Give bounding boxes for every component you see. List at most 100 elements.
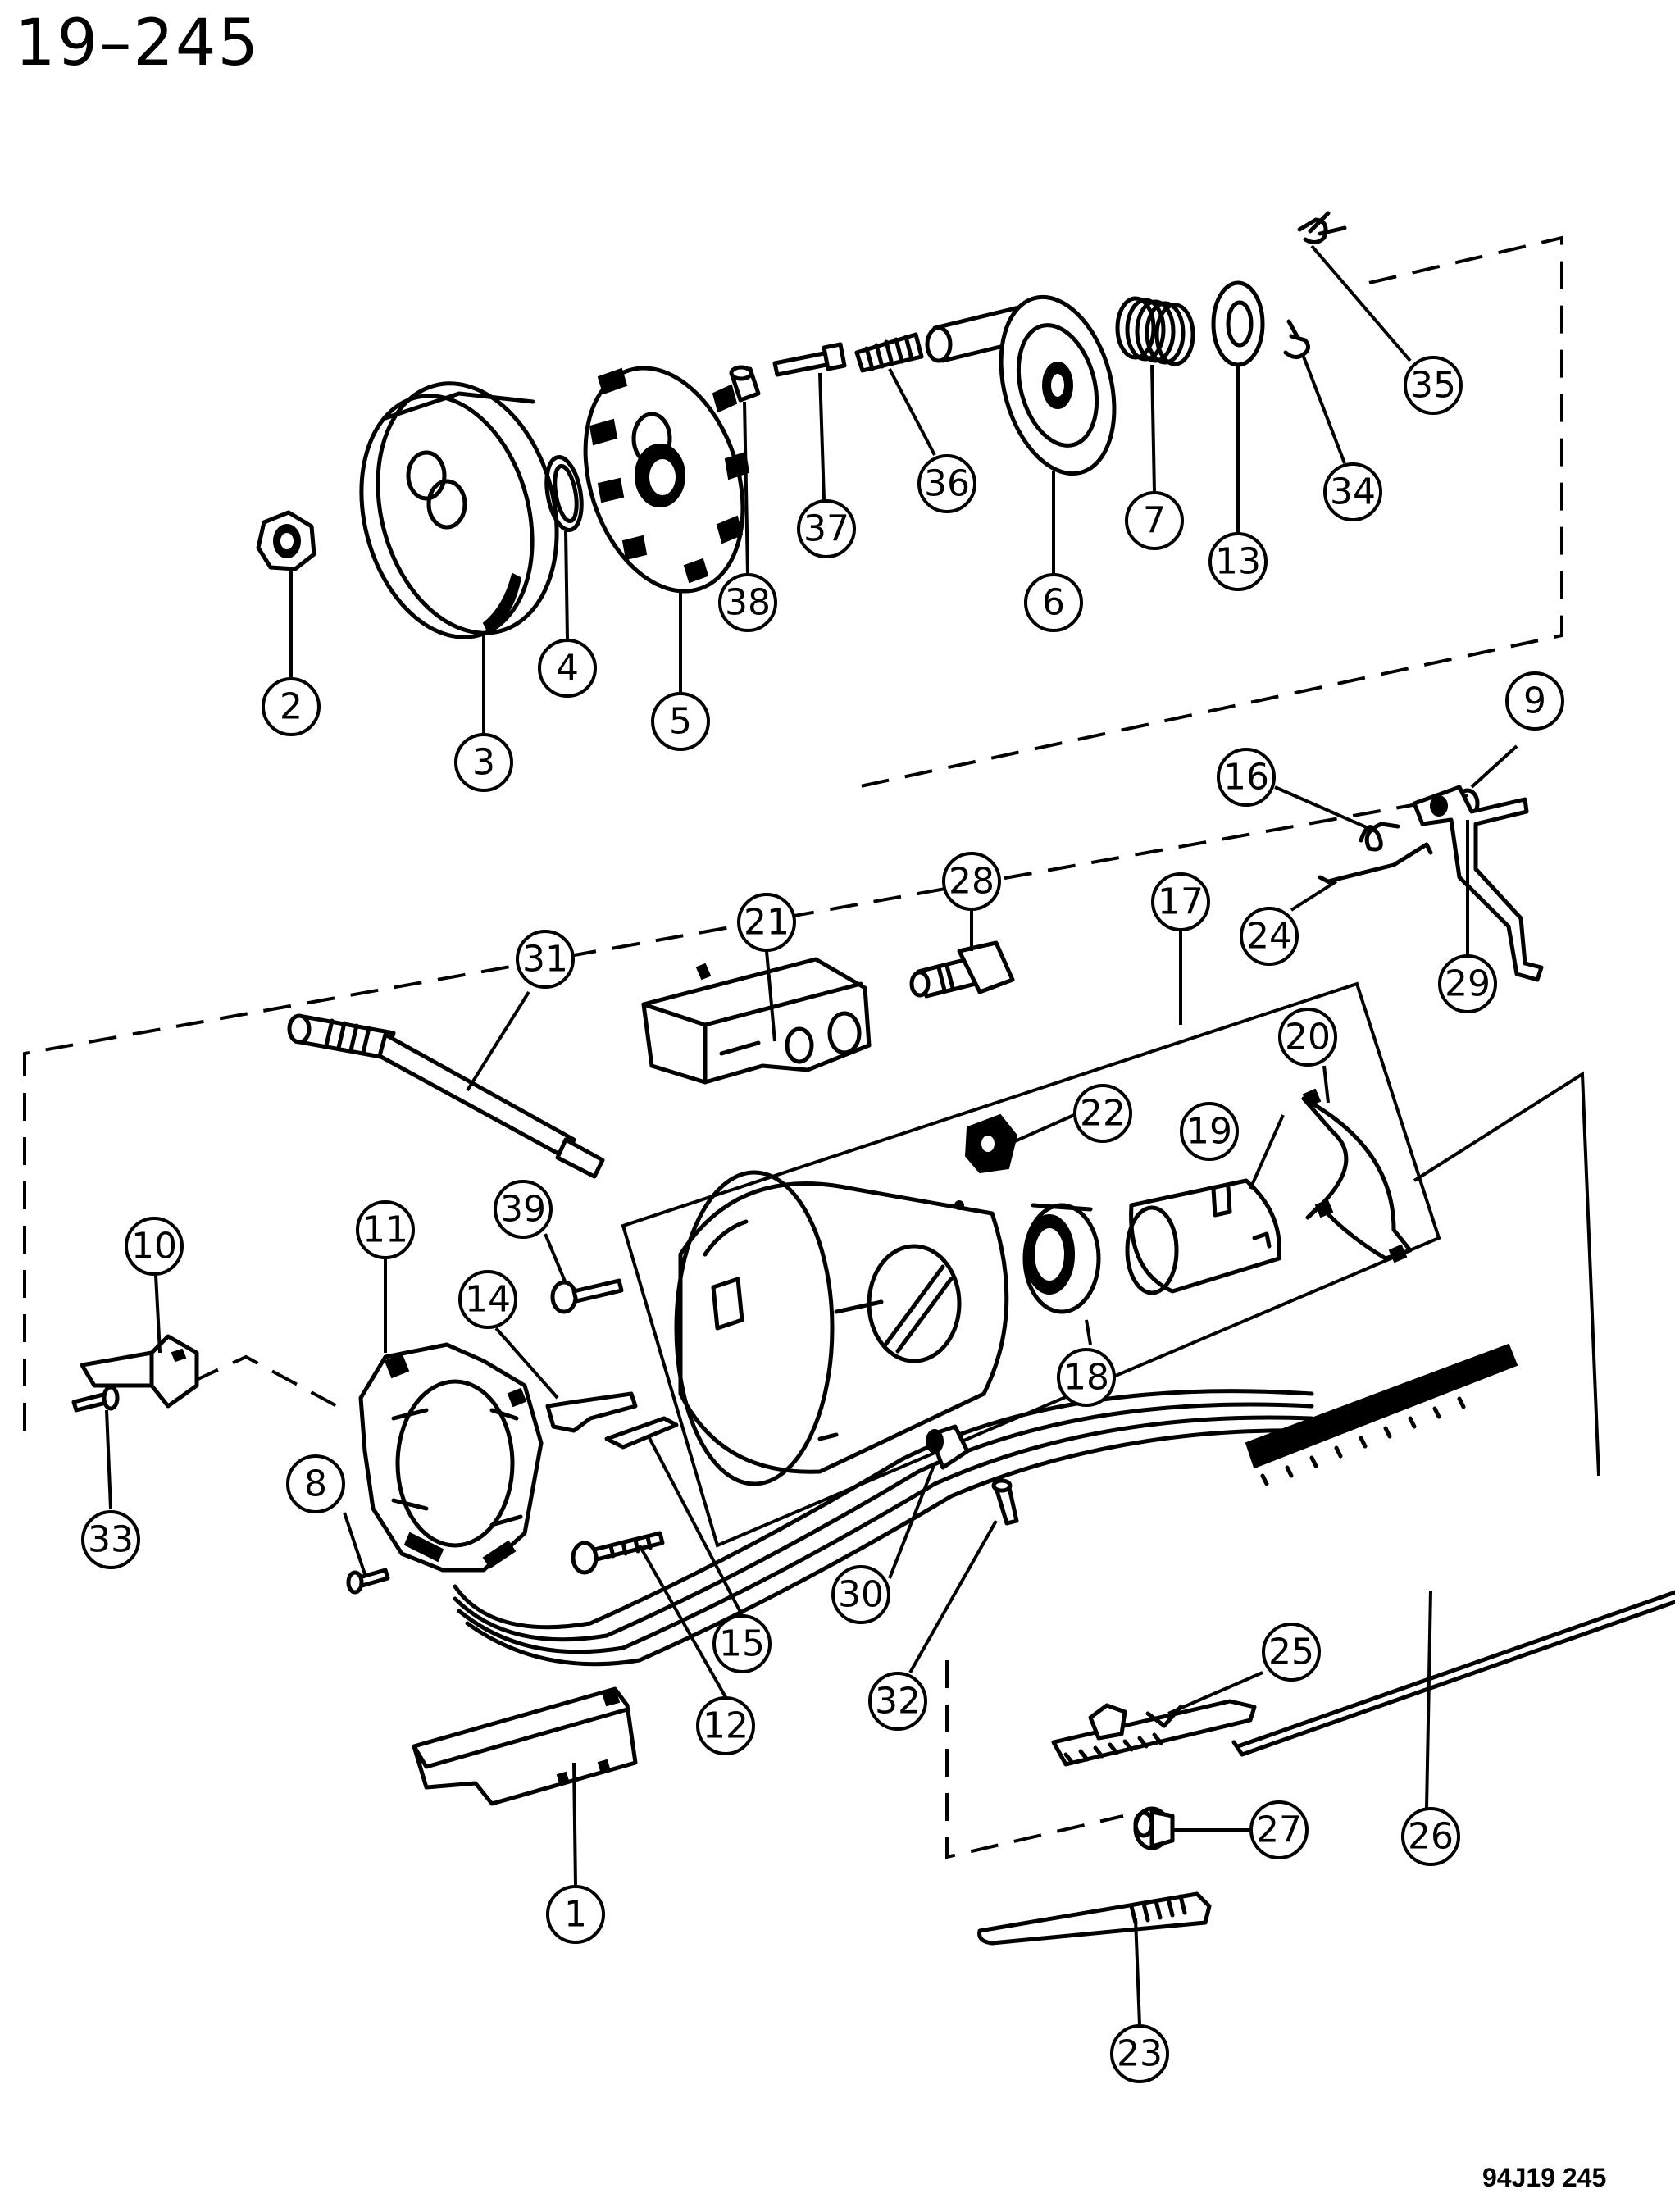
- svg-text:8: 8: [304, 1463, 327, 1505]
- part-washer: [1211, 280, 1265, 367]
- callout-29: 29: [1438, 954, 1497, 1013]
- part-screw-33: [71, 1385, 120, 1413]
- callout-28: 28: [942, 852, 1001, 911]
- part-screw-8: [346, 1568, 390, 1595]
- svg-text:17: 17: [1158, 881, 1204, 923]
- part-switch: [909, 940, 1015, 999]
- svg-text:38: 38: [725, 582, 771, 624]
- part-rack: [1051, 1699, 1257, 1767]
- callout-38: 38: [718, 573, 777, 632]
- svg-text:7: 7: [1143, 500, 1166, 542]
- svg-text:4: 4: [556, 648, 579, 690]
- part-screw-12: [571, 1531, 665, 1575]
- svg-text:23: 23: [1117, 2033, 1163, 2075]
- svg-text:14: 14: [465, 1279, 511, 1321]
- callout-17: 17: [1151, 872, 1210, 931]
- svg-text:13: 13: [1215, 541, 1261, 583]
- wiring-harness-box: [1413, 1071, 1600, 1477]
- callout-25: 25: [1262, 1623, 1321, 1682]
- part-long-rod: [1231, 1590, 1675, 1757]
- part-bracket-10: [80, 1334, 199, 1409]
- part-lever-bracket: [1412, 785, 1544, 982]
- callout-15: 15: [712, 1614, 772, 1673]
- callout-23: 23: [1110, 2024, 1169, 2083]
- callout-19: 19: [1180, 1102, 1239, 1161]
- callout-24: 24: [1240, 907, 1299, 966]
- callout-33: 33: [81, 1510, 140, 1569]
- svg-text:36: 36: [924, 463, 970, 505]
- svg-text:37: 37: [803, 508, 849, 550]
- callout-4: 4: [538, 639, 597, 698]
- callout-5: 5: [651, 692, 710, 751]
- part-lever-14: [545, 1391, 638, 1433]
- svg-text:30: 30: [838, 1574, 884, 1616]
- part-clip-34: [1283, 319, 1310, 359]
- svg-text:21: 21: [744, 902, 790, 944]
- part-shim: [604, 1416, 679, 1450]
- column-housing-box: [621, 981, 1441, 1548]
- svg-text:22: 22: [1080, 1093, 1126, 1135]
- part-plate-and-shaft: [925, 294, 1117, 476]
- callout-27: 27: [1249, 1800, 1309, 1859]
- svg-text:10: 10: [131, 1226, 177, 1268]
- svg-text:2: 2: [280, 686, 303, 728]
- callout-10: 10: [125, 1217, 184, 1276]
- leader-lines: [105, 244, 1518, 2026]
- svg-text:24: 24: [1246, 916, 1292, 958]
- part-lock-plate: [583, 366, 750, 594]
- callout-39: 39: [494, 1180, 553, 1239]
- part-housing: [641, 957, 872, 1085]
- callout-18: 18: [1057, 1348, 1116, 1407]
- callout-35: 35: [1404, 356, 1463, 415]
- svg-text:19: 19: [1186, 1111, 1232, 1153]
- part-wiring-harness: [453, 1343, 1518, 1667]
- svg-text:9: 9: [1523, 680, 1546, 722]
- svg-text:3: 3: [472, 742, 495, 784]
- callout-34: 34: [1323, 462, 1382, 521]
- part-pin: [772, 342, 847, 377]
- callout-6: 6: [1024, 573, 1083, 632]
- callout-30: 30: [831, 1565, 890, 1624]
- callout-11: 11: [356, 1200, 415, 1259]
- svg-text:18: 18: [1063, 1357, 1109, 1399]
- callout-20: 20: [1278, 1008, 1337, 1067]
- part-cover: [412, 1686, 638, 1806]
- callout-13: 13: [1208, 532, 1268, 591]
- part-snap-ring: [544, 455, 584, 532]
- svg-text:16: 16: [1223, 757, 1269, 799]
- svg-text:26: 26: [1408, 1816, 1454, 1858]
- svg-text:1: 1: [564, 1894, 587, 1936]
- callout-3: 3: [454, 733, 513, 792]
- part-screw-32: [991, 1478, 1019, 1526]
- part-shaft: [287, 1013, 605, 1179]
- part-pulley: [359, 381, 559, 639]
- callout-2: 2: [262, 677, 321, 736]
- part-clip-35: [1297, 211, 1347, 244]
- part-column-tube: [674, 1170, 1009, 1486]
- callout-31: 31: [516, 930, 575, 989]
- svg-text:39: 39: [500, 1189, 546, 1231]
- part-bushing: [1133, 1806, 1175, 1850]
- lower-group-outline: [945, 1660, 1124, 1859]
- callout-36: 36: [917, 454, 976, 513]
- callout-32: 32: [868, 1672, 927, 1731]
- svg-text:28: 28: [949, 861, 995, 903]
- part-tapered-bolt: [977, 1891, 1212, 1946]
- part-torsion-spring: [1359, 822, 1400, 852]
- svg-text:25: 25: [1268, 1632, 1314, 1673]
- part-retainer-plate: [1301, 1088, 1413, 1263]
- svg-text:33: 33: [88, 1519, 134, 1561]
- svg-text:27: 27: [1256, 1809, 1302, 1851]
- part-screw-39: [550, 1278, 624, 1314]
- callout-9: 9: [1505, 671, 1564, 731]
- callout-21: 21: [737, 893, 796, 952]
- svg-text:34: 34: [1330, 471, 1376, 513]
- svg-text:32: 32: [875, 1681, 921, 1723]
- part-switch-housing: [358, 1342, 544, 1573]
- callout-16: 16: [1217, 748, 1276, 807]
- part-bearing: [1022, 1203, 1101, 1314]
- callout-26: 26: [1401, 1807, 1460, 1866]
- callout-12: 12: [696, 1696, 755, 1755]
- part-sleeve: [729, 365, 761, 403]
